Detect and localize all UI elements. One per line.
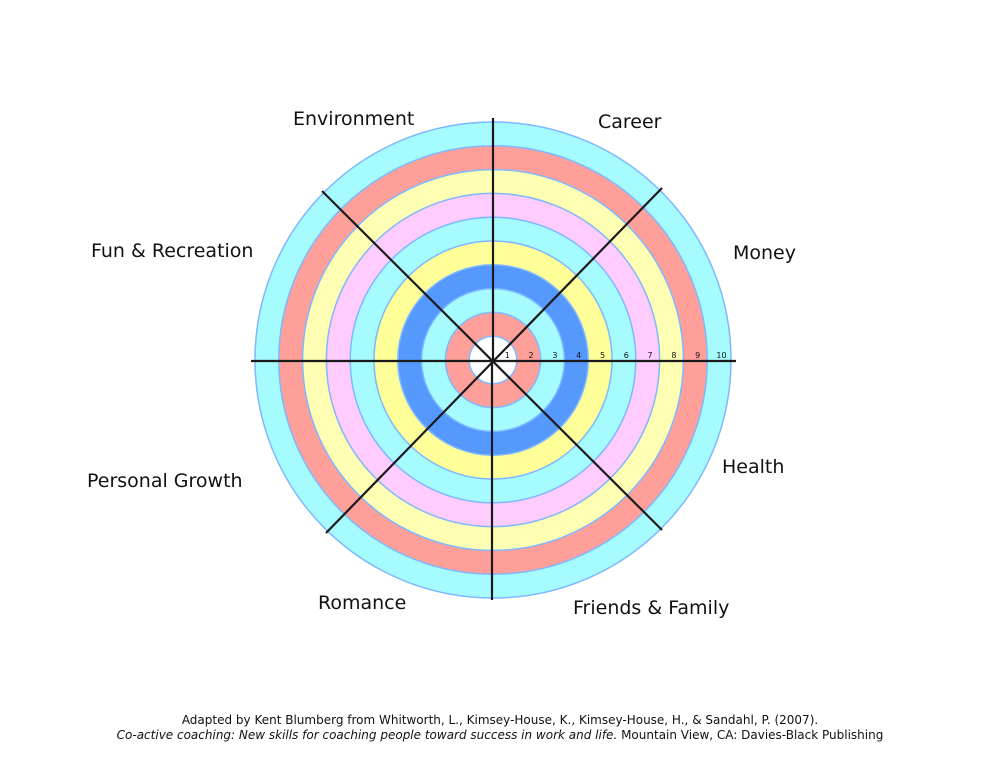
wheel-scale-labels: 1 2 3 4 5 6 7 8 9 10: [505, 351, 727, 360]
scale-label-5: 5: [600, 351, 605, 360]
scale-label-8: 8: [671, 351, 676, 360]
wheel-spokes: [251, 118, 736, 600]
scale-label-9: 9: [695, 351, 700, 360]
scale-label-3: 3: [552, 351, 557, 360]
citation-line-1: Adapted by Kent Blumberg from Whitworth,…: [0, 713, 1000, 729]
category-label-health: Health: [722, 456, 785, 478]
citation-line-2: Co-active coaching: New skills for coach…: [0, 728, 1000, 744]
scale-label-1: 1: [505, 351, 510, 360]
citation-title: Co-active coaching: New skills for coach…: [116, 728, 618, 742]
category-label-personal-growth: Personal Growth: [87, 470, 243, 492]
scale-label-4: 4: [576, 351, 581, 360]
scale-label-2: 2: [529, 351, 534, 360]
spoke-diagonal-up: [325, 187, 663, 534]
scale-label-7: 7: [648, 351, 653, 360]
scale-label-10: 10: [716, 351, 726, 360]
category-label-career: Career: [598, 111, 662, 133]
spoke-diagonal-down: [321, 190, 663, 531]
category-label-romance: Romance: [318, 592, 407, 614]
category-label-environment: Environment: [293, 108, 415, 130]
category-label-money: Money: [733, 242, 796, 264]
category-label-fun-recreation: Fun & Recreation: [91, 240, 254, 262]
scale-label-6: 6: [624, 351, 629, 360]
citation-authors: Adapted by Kent Blumberg from Whitworth,…: [181, 713, 819, 727]
category-label-friends-family: Friends & Family: [573, 597, 730, 619]
citation-publisher: Mountain View, CA: Davies-Black Publishi…: [617, 728, 884, 742]
